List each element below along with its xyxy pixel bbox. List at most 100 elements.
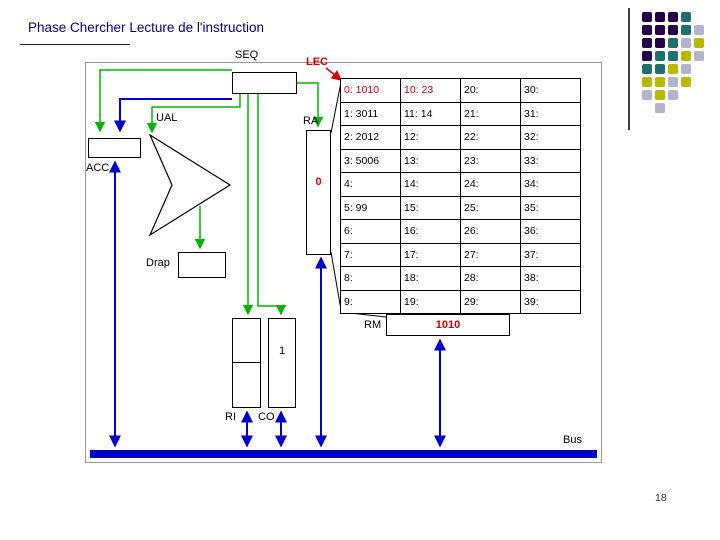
memory-cell: 3: 5006 [341,149,401,173]
memory-cell: 30: [521,79,581,103]
deco-dot [642,64,652,74]
ri-register [232,318,261,408]
ra-register [306,130,331,255]
memory-cell: 17: [401,243,461,267]
drap-label: Drap [146,257,170,269]
memory-cell: 20: [461,79,521,103]
memory-cell: 28: [461,267,521,291]
memory-cell: 21: [461,102,521,126]
seq-label: SEQ [235,49,259,61]
ri-cell-opcode [233,319,260,363]
seq-register [232,72,297,94]
rm-value: 1010 [435,319,461,331]
deco-dot [694,25,704,35]
deco-dot [681,38,691,48]
memory-cell: 36: [521,220,581,244]
memory-cell: 22: [461,126,521,150]
deco-vertical-line [628,8,630,130]
acc-register [88,138,141,158]
deco-dot [642,90,652,100]
deco-dot [694,38,704,48]
drap-register [178,252,226,278]
title-part1: Phase Chercher [28,20,126,35]
memory-cell: 9: [341,290,401,314]
deco-dot [681,64,691,74]
memory-cell: 16: [401,220,461,244]
deco-dot [681,12,691,22]
deco-dot [655,103,665,113]
deco-dot [668,51,678,61]
deco-dot [655,12,665,22]
deco-dot [642,12,652,22]
co-value: 1 [278,345,286,357]
deco-dot [681,25,691,35]
deco-dots [642,12,707,116]
memory-cell: 10: 23 [401,79,461,103]
memory-cell: 39: [521,290,581,314]
page-number: 18 [655,492,667,504]
memory-cell: 32: [521,126,581,150]
memory-cell: 13: [401,149,461,173]
co-register [268,318,296,408]
memory-cell: 14: [401,173,461,197]
deco-dot [655,77,665,87]
memory-cell: 27: [461,243,521,267]
deco-dot [668,77,678,87]
memory-cell: 25: [461,196,521,220]
deco-dot [694,51,704,61]
title-underline [20,44,130,45]
acc-label: ACC [86,162,110,174]
deco-dot [681,77,691,87]
deco-dot [655,51,665,61]
lec-label: LEC [306,56,328,68]
memory-cell: 35: [521,196,581,220]
deco-dot [668,25,678,35]
memory-cell: 12: [401,126,461,150]
deco-dot [655,38,665,48]
memory-cell: 31: [521,102,581,126]
title-part2: Lecture de l'instruction [129,20,264,35]
memory-cell: 26: [461,220,521,244]
deco-dot [642,51,652,61]
ri-cell-operand [233,363,260,407]
memory-cell: 1: 3011 [341,102,401,126]
deco-dot [668,12,678,22]
memory-cell: 18: [401,267,461,291]
memory-cell: 37: [521,243,581,267]
bus-bar [90,450,597,458]
memory-cell: 34: [521,173,581,197]
memory-cell: 4: [341,173,401,197]
memory-cell: 7: [341,243,401,267]
ra-value: 0 [315,176,322,188]
memory-cell: 23: [461,149,521,173]
deco-dot [655,64,665,74]
memory-cell: 6: [341,220,401,244]
deco-dot [642,38,652,48]
co-label: CO [258,411,275,423]
memory-cell: 5: 99 [341,196,401,220]
deco-dot [655,25,665,35]
deco-dot [668,64,678,74]
bus-label: Bus [563,434,582,446]
rm-label: RM [364,319,382,331]
deco-dot [642,25,652,35]
deco-dot [681,51,691,61]
page-title: Phase Chercher Lecture de l'instruction [28,20,264,35]
ual-label: UAL [156,112,178,124]
ri-label: RI [225,411,236,423]
memory-cell: 15: [401,196,461,220]
deco-dot [668,38,678,48]
memory-cell: 8: [341,267,401,291]
memory-cell: 33: [521,149,581,173]
memory-cell: 11: 14 [401,102,461,126]
ra-label: RA [303,115,319,127]
deco-dot [655,90,665,100]
memory-cell: 0: 1010 [341,79,401,103]
memory-cell: 29: [461,290,521,314]
memory-cell: 38: [521,267,581,291]
memory-cell: 19: [401,290,461,314]
memory-cell: 24: [461,173,521,197]
deco-dot [642,77,652,87]
